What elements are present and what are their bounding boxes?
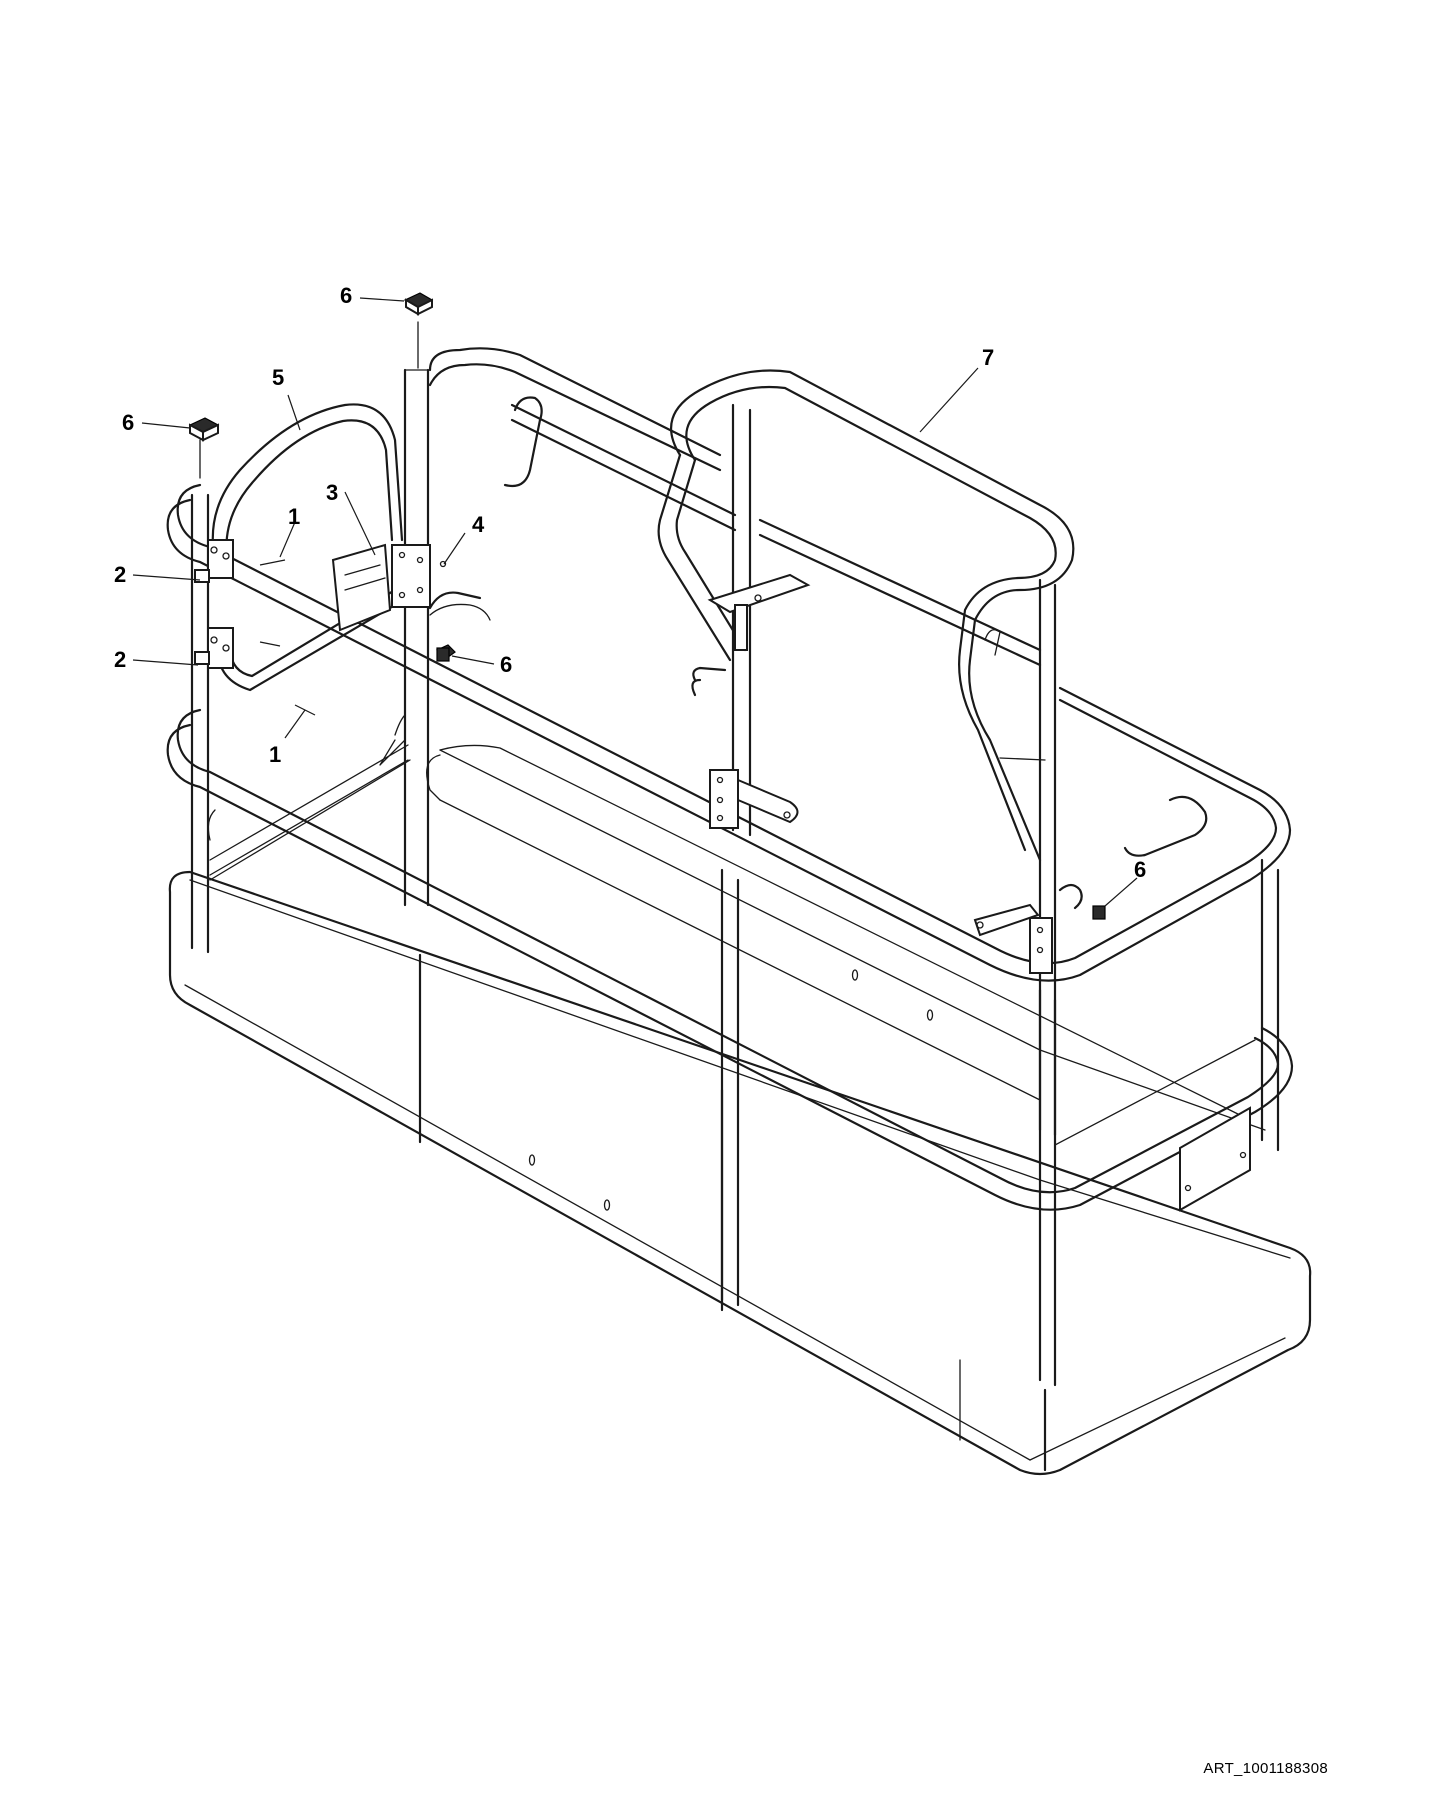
callout-6-top: 6: [340, 283, 352, 308]
top-rail: [166, 347, 1292, 982]
callout-4: 4: [472, 512, 485, 537]
callout-6-right: 6: [1134, 857, 1146, 882]
callout-2-upper: 2: [114, 562, 126, 587]
callout-1-lower: 1: [269, 742, 281, 767]
overhead-frame: [510, 369, 1075, 862]
end-caps: [188, 292, 1106, 920]
callout-6-mid: 6: [500, 652, 512, 677]
leader-lines: [132, 297, 1138, 907]
callout-1-upper: 1: [288, 504, 300, 529]
vertical-posts: [190, 368, 1280, 1387]
callout-7: 7: [982, 345, 994, 370]
gate-assembly: [207, 403, 409, 876]
callout-5: 5: [272, 365, 284, 390]
callout-2-lower: 2: [114, 647, 126, 672]
hinge-pins: [259, 559, 316, 716]
latch-plate: [391, 544, 491, 621]
mid-rail: [166, 708, 1294, 1211]
callout-labels: 6 6 5 1 3 4 2 2 6 1 7 6: [114, 283, 1146, 882]
mounting-brackets: [707, 573, 1251, 1212]
callout-6-left: 6: [122, 410, 134, 435]
hinge-brackets: [194, 539, 234, 669]
grip-handles: [503, 396, 1208, 910]
gate-latch-block: [331, 543, 392, 632]
art-reference-number: ART_1001188308: [1203, 1760, 1328, 1777]
platform-base: [168, 870, 1312, 1476]
callout-3: 3: [326, 480, 338, 505]
